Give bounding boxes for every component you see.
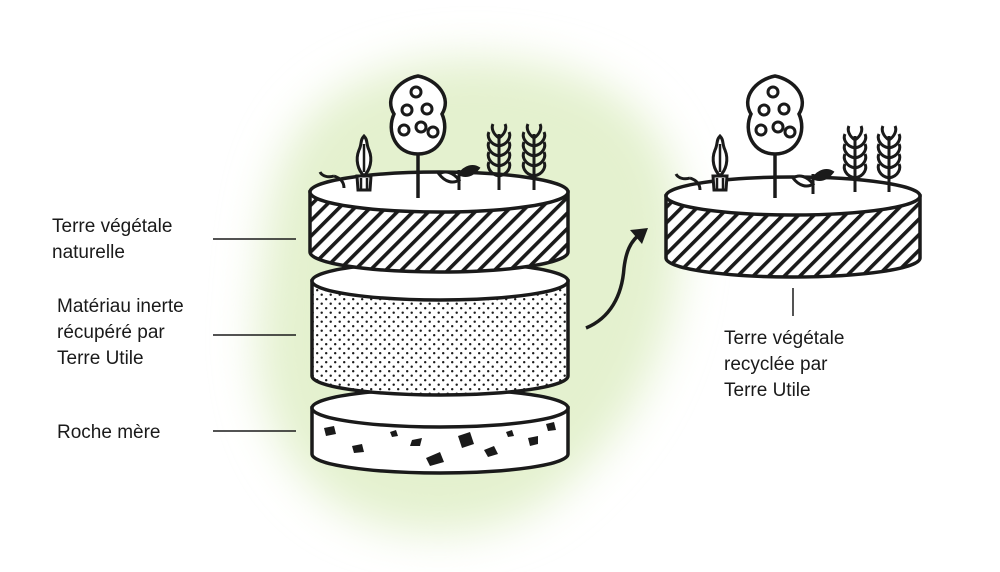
label-inert-material: Matériau inerte récupéré par Terre Utile [57,294,184,372]
label-bedrock-line1: Roche mère [57,422,161,443]
label-recycled-topsoil: Terre végétale recyclée par Terre Utile [724,326,844,404]
carrot-icon [711,134,729,192]
label-recycled-line2: recyclée par [724,354,828,375]
label-inert-line3: Terre Utile [57,348,144,369]
arrow-curved-icon [585,228,648,330]
label-topsoil: Terre végétale naturelle [52,214,172,266]
inert-material-layer [310,260,570,397]
rock-fragments [324,422,556,466]
label-inert-line2: récupéré par [57,322,165,343]
label-inert-line1: Matériau inerte [57,296,184,317]
label-bedrock: Roche mère [57,420,161,446]
label-topsoil-line1: Terre végétale [52,216,173,237]
label-recycled-line1: Terre végétale [724,328,845,349]
recycled-topsoil-layer [664,175,922,279]
label-topsoil-line2: naturelle [52,242,125,263]
label-recycled-line3: Terre Utile [724,380,811,401]
bedrock-layer [310,387,570,475]
topsoil-layer [308,170,570,274]
